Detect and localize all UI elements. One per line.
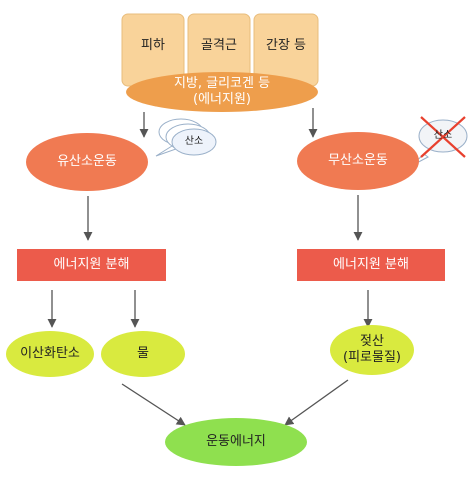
- anaerobic-breakdown-label: 에너지원 분해: [333, 256, 409, 272]
- co2-label: 이산화탄소: [20, 345, 80, 361]
- oxygen-label-left: 산소: [184, 135, 204, 147]
- water-ellipse: [101, 331, 185, 377]
- oxygen-bubble-tail: [155, 145, 178, 157]
- anaerobic-label: 무산소운동: [328, 152, 388, 168]
- aerobic-breakdown-label: 에너지원 분해: [53, 256, 130, 272]
- energy-source-ellipse: [126, 72, 318, 112]
- lactic-acid-ellipse: [330, 325, 414, 375]
- storage-label-1: 피하: [141, 37, 165, 53]
- storage-label-2: 골격근: [201, 37, 237, 53]
- lactic-acid-label: 젖산 (피로물질): [343, 333, 401, 365]
- storage-label-3: 간장 등: [265, 37, 306, 53]
- anaerobic-ellipse: [297, 132, 419, 190]
- motion-energy-label: 운동에너지: [206, 433, 266, 449]
- co2-ellipse: [6, 331, 94, 377]
- water-label: 물: [137, 345, 149, 361]
- anaerobic-breakdown-bar: [297, 249, 445, 281]
- aerobic-breakdown-bar: [17, 249, 166, 281]
- aerobic-ellipse: [26, 133, 148, 191]
- oxygen-cross-line-2: [420, 116, 466, 158]
- oxygen-bubble-left: [171, 128, 217, 156]
- aerobic-label: 유산소운동: [57, 153, 117, 169]
- energy-source-label: 지방, 글리코겐 등 (에너지원): [173, 75, 271, 107]
- motion-energy-ellipse: [165, 418, 307, 466]
- oxygen-label-right: 산소: [433, 129, 453, 141]
